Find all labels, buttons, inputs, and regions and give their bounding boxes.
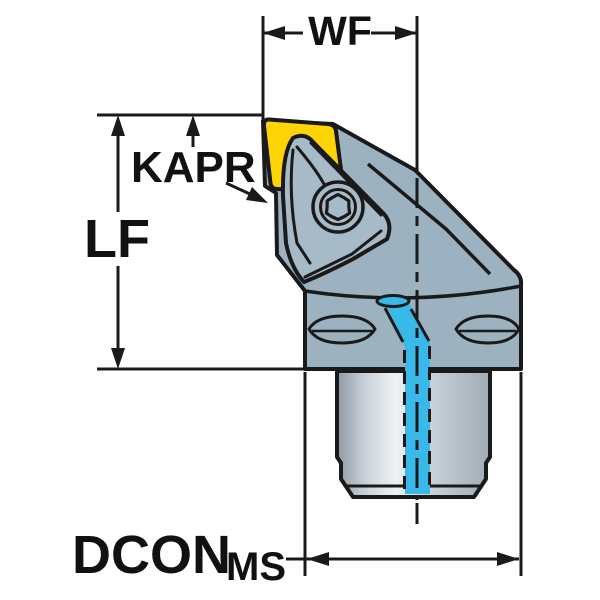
coolant-inlet [375, 294, 411, 308]
wf-label: WF [308, 8, 372, 54]
wf-arrow-left [263, 26, 285, 40]
insert-clamp [280, 133, 392, 284]
clamp-ridge-upper [295, 145, 326, 186]
clamp-facet-bottom [303, 229, 383, 279]
kapr-label: KAPR [131, 143, 256, 192]
dcon-subscript-label: MS [226, 545, 286, 589]
lf-label: LF [84, 209, 150, 269]
coolant-edge-left [383, 307, 405, 343]
kapr-leader-shaft [225, 181, 253, 197]
flange-slot-right [454, 314, 521, 345]
clamp-facet-lower-left [295, 241, 312, 265]
screw-counterbore [311, 180, 365, 234]
kapr-arrow-up [186, 115, 200, 136]
flange-slot-left [307, 314, 377, 345]
coolant-duct [386, 303, 430, 494]
coolant-channel [375, 294, 431, 494]
dimension-graphics [97, 16, 523, 576]
clamp-ridge-right [309, 141, 383, 217]
clamp-ridge-left [289, 148, 299, 245]
coolant-edge-right [409, 308, 431, 342]
lf-arrow-down [111, 348, 125, 369]
flange-top-edge [304, 284, 522, 300]
screw-head [319, 188, 357, 226]
wf-arrow-right [395, 26, 417, 40]
torx-screw-icon [324, 192, 352, 222]
dcon-label: DCON [72, 525, 231, 585]
head-facet-edge [366, 162, 492, 276]
lf-arrow-up [111, 115, 125, 136]
dcon-arrow-left [307, 552, 329, 566]
kapr-leader-arrow [246, 187, 268, 203]
dcon-arrow-right [497, 552, 519, 566]
